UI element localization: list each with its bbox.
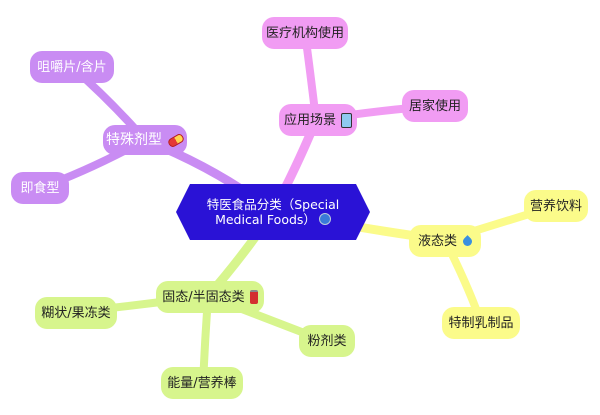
phone-icon bbox=[341, 112, 352, 128]
branch-application[interactable]: 应用场景 bbox=[279, 104, 357, 136]
droplet-icon bbox=[461, 234, 474, 248]
can-icon bbox=[249, 290, 258, 304]
branch-liquid[interactable]: 液态类 bbox=[409, 225, 481, 257]
root-label: 特医食品分类（Special Medical Foods） bbox=[206, 197, 340, 227]
branch-label: 液态类 bbox=[417, 233, 457, 249]
branch-label: 应用场景 bbox=[283, 112, 336, 128]
root-hexagon-shape bbox=[176, 184, 370, 240]
globe-icon bbox=[318, 213, 331, 225]
leaf-chewable-tablet[interactable]: 咀嚼片/含片 bbox=[30, 51, 114, 83]
leaf-medical-institution[interactable]: 医疗机构使用 bbox=[262, 17, 348, 49]
leaf-ready-to-eat[interactable]: 即食型 bbox=[11, 172, 69, 204]
leaf-paste-jelly[interactable]: 糊状/果冻类 bbox=[35, 297, 117, 329]
leaf-energy-bar[interactable]: 能量/营养棒 bbox=[161, 367, 243, 399]
leaf-special-dairy[interactable]: 特制乳制品 bbox=[442, 307, 520, 339]
leaf-nutrition-drink[interactable]: 营养饮料 bbox=[524, 190, 588, 222]
branch-special-dosage[interactable]: 特殊剂型 bbox=[103, 125, 187, 155]
branch-label: 特殊剂型 bbox=[106, 131, 162, 148]
branch-label: 固态/半固态类 bbox=[162, 289, 245, 305]
pill-icon bbox=[166, 132, 186, 148]
leaf-powder[interactable]: 粉剂类 bbox=[299, 325, 355, 357]
leaf-home-use[interactable]: 居家使用 bbox=[402, 90, 468, 122]
branch-solid[interactable]: 固态/半固态类 bbox=[156, 281, 264, 313]
root-node[interactable]: 特医食品分类（Special Medical Foods） bbox=[176, 184, 370, 240]
